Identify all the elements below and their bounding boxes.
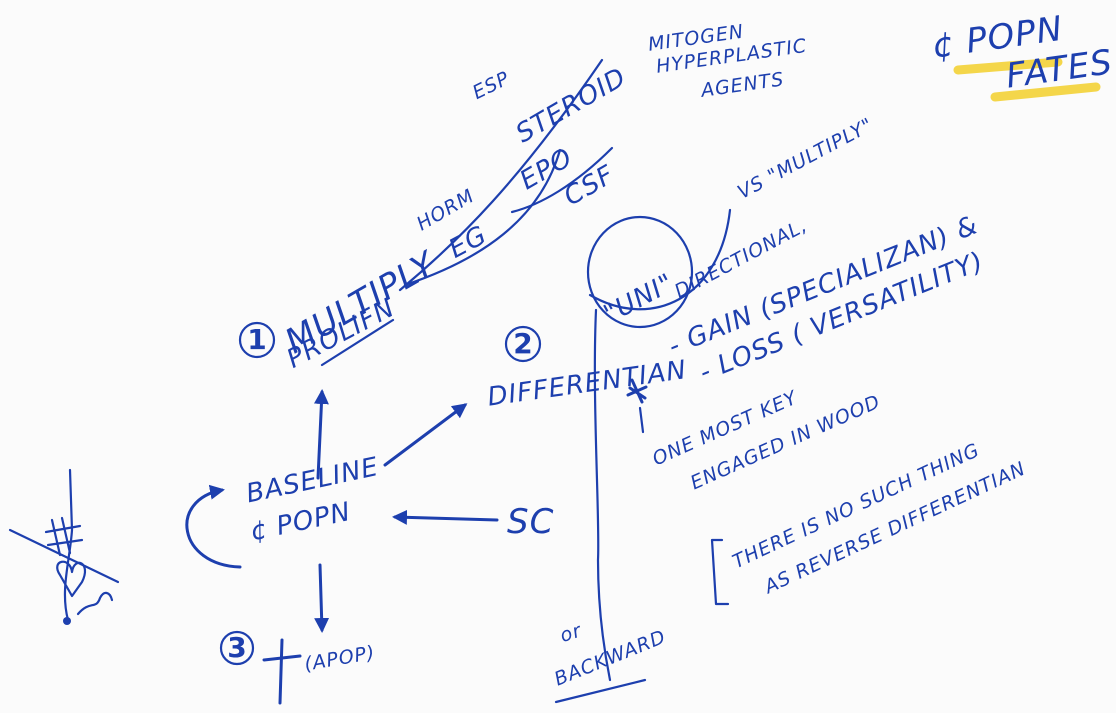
arrow-to-differentiation	[383, 403, 468, 467]
fate-number-3: 3	[227, 631, 247, 664]
arrow-from-sc	[392, 509, 499, 525]
note-bracket	[710, 538, 730, 606]
doodle-graphic	[8, 468, 120, 625]
backward-underline	[554, 678, 647, 704]
self-renewal-loop	[185, 484, 242, 569]
circle-number-2	[504, 325, 542, 363]
dagger-bar	[262, 654, 302, 662]
arrow-to-multiply	[313, 389, 329, 480]
sc-label: SC	[507, 502, 555, 542]
header-highlight-2	[990, 82, 1101, 102]
fate-number-1: 1	[247, 323, 267, 356]
uni-circle	[586, 215, 694, 329]
branch-eg	[510, 146, 614, 214]
branch-main	[398, 58, 604, 292]
header-highlight-1	[953, 57, 1063, 75]
circle-number-3	[219, 630, 255, 666]
arrow-to-apoptosis	[314, 563, 330, 633]
dagger-stem	[278, 638, 284, 705]
branch-hormone	[403, 148, 562, 287]
asterisk	[626, 378, 648, 404]
prolifn-underline	[320, 318, 395, 367]
circle-number-1	[238, 321, 276, 359]
fate-number-2: 2	[513, 327, 533, 360]
curve-through-uni	[588, 208, 732, 682]
asterisk-pointer	[638, 406, 645, 434]
